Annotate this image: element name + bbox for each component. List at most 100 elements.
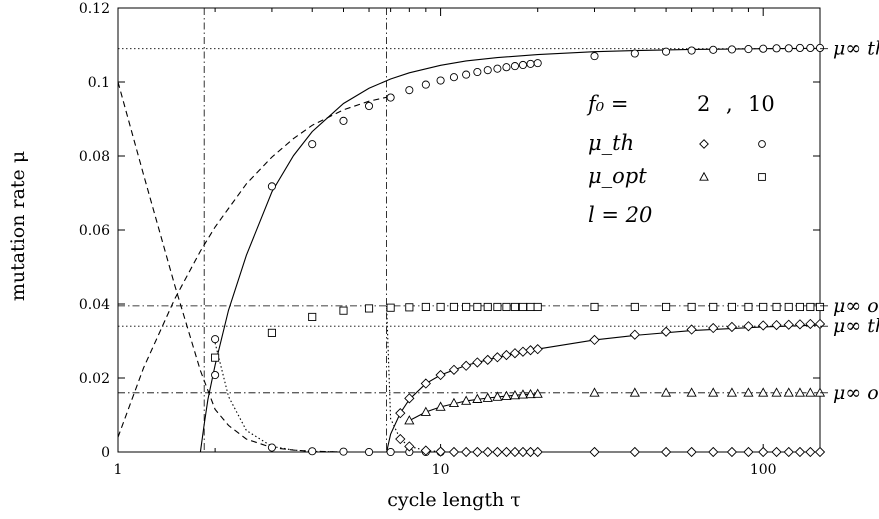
diamond-marker: [629, 446, 640, 458]
triangle-marker: [420, 406, 431, 416]
square-marker: [526, 302, 535, 312]
series-curve: [117, 81, 391, 453]
right-labels: μ∞ thμ∞ optμ∞ thμ∞ opt: [820, 38, 879, 404]
diamond-marker: [492, 352, 503, 363]
legend-row-label: μ_th: [588, 131, 634, 155]
legend-f0-value: 2: [697, 92, 710, 116]
square-marker: [772, 302, 781, 312]
square-marker: [436, 302, 445, 312]
y-tick-label: 0.08: [79, 149, 110, 165]
diamond-marker: [517, 346, 529, 357]
square-marker: [421, 302, 430, 312]
circle-marker: [727, 45, 736, 54]
diamond-marker: [482, 354, 493, 366]
diamond-marker: [448, 446, 460, 458]
circle-marker: [405, 86, 414, 95]
square-marker: [267, 328, 276, 337]
square-marker: [473, 302, 482, 312]
circle-marker: [815, 43, 825, 53]
y-tick-label: 0.04: [79, 297, 110, 313]
square-marker: [405, 303, 414, 312]
triangle-marker: [509, 389, 521, 400]
diamond-marker: [726, 446, 738, 458]
diamond-marker: [448, 364, 460, 375]
diamond-marker: [758, 320, 769, 331]
circle-marker: [759, 44, 768, 53]
x-tick-label: 100: [750, 462, 777, 478]
diamond-marker: [660, 326, 672, 337]
x-tick-label: 1: [114, 462, 123, 478]
diamond-marker: [532, 344, 543, 355]
diamond-marker: [743, 321, 754, 332]
y-tick-label: 0.06: [79, 223, 110, 239]
diamond-marker: [805, 318, 816, 330]
square-marker: [533, 302, 542, 312]
right-label: μ∞ th: [833, 38, 879, 60]
diamond-marker: [404, 441, 415, 452]
square-marker: [744, 302, 753, 312]
diamond-marker: [794, 446, 806, 458]
circle-marker: [364, 102, 374, 111]
y-tick-label: 0: [101, 445, 110, 461]
triangle-marker: [758, 387, 769, 397]
diamond-marker: [589, 334, 600, 346]
diamond-marker: [589, 446, 600, 458]
square-marker: [308, 312, 317, 322]
legend-row-label: μ_opt: [588, 164, 647, 188]
diamond-marker: [699, 139, 709, 149]
diamond-marker: [501, 349, 512, 361]
triangle-marker: [783, 387, 794, 397]
square-marker: [510, 302, 519, 312]
diamond-marker: [420, 378, 431, 389]
square-marker: [784, 302, 793, 312]
diamond-marker: [435, 446, 446, 457]
square-marker: [493, 302, 502, 312]
diamond-marker: [435, 369, 446, 381]
circle-marker: [533, 59, 542, 68]
series-curve: [199, 47, 821, 453]
circle-marker: [339, 447, 348, 456]
circle-marker: [308, 447, 317, 456]
circle-marker: [493, 64, 502, 73]
diamond-marker: [395, 433, 406, 445]
circle-marker: [364, 447, 374, 457]
square-marker: [687, 302, 696, 312]
circle-marker: [308, 140, 317, 149]
triangle-marker: [532, 388, 543, 398]
circle-marker: [806, 43, 815, 53]
triangle-marker: [629, 387, 640, 397]
square-marker: [758, 173, 766, 181]
circle-marker: [473, 67, 482, 77]
circle-marker: [518, 60, 527, 70]
circle-marker: [421, 80, 430, 89]
diamond-marker: [771, 319, 782, 331]
legend-f0-value: ,: [726, 92, 733, 116]
diamond-marker: [771, 446, 782, 458]
diamond-marker: [686, 324, 697, 335]
diamond-marker: [461, 446, 472, 458]
x-tick-label: 10: [432, 462, 450, 478]
diamond-marker: [501, 446, 512, 458]
series-curve: [386, 305, 441, 453]
series-curve: [117, 95, 391, 438]
triangle-marker: [472, 393, 483, 403]
circle-marker: [211, 370, 220, 380]
circle-marker: [784, 44, 793, 53]
circle-marker: [795, 43, 805, 53]
square-marker: [709, 302, 718, 312]
square-marker: [518, 302, 527, 312]
square-marker: [449, 302, 458, 312]
triangle-marker: [699, 171, 709, 181]
legend-extra: l = 20: [588, 203, 652, 227]
y-tick-label: 0.1: [88, 75, 110, 91]
circle-marker: [687, 46, 696, 55]
square-marker: [795, 302, 805, 312]
square-marker: [339, 306, 348, 315]
diamond-marker: [708, 446, 719, 458]
circle-marker: [772, 44, 781, 53]
y-axis-label: mutation rate μ: [7, 151, 29, 301]
triangle-marker: [492, 391, 503, 401]
diamond-marker: [420, 445, 431, 456]
series-curve: [214, 342, 344, 453]
